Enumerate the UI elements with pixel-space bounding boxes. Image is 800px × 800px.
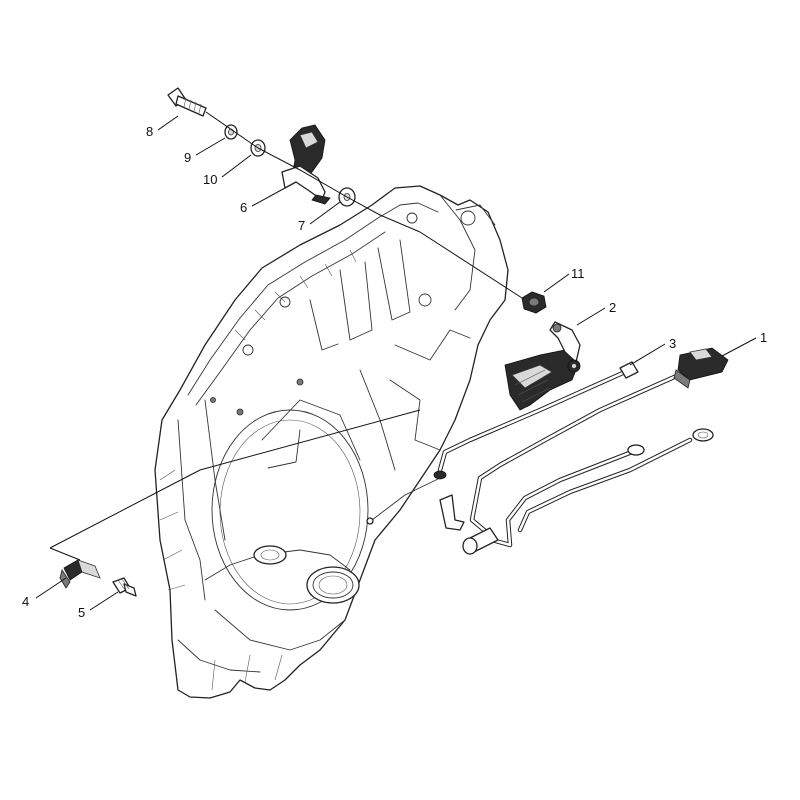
callout-leaders <box>35 115 757 611</box>
part-1-wire-harness <box>462 347 729 555</box>
callout-10: 10 <box>203 172 217 187</box>
callout-1: 1 <box>760 330 767 345</box>
part-11-nut <box>521 291 547 314</box>
callout-7: 7 <box>298 218 305 233</box>
callout-11: 11 <box>571 266 585 281</box>
assembly-lines <box>49 111 523 561</box>
part-9-washer <box>224 124 238 140</box>
callout-6: 6 <box>240 200 247 215</box>
callout-4: 4 <box>22 594 29 609</box>
main-housing <box>154 185 509 699</box>
callout-5: 5 <box>78 605 85 620</box>
callout-8: 8 <box>146 124 153 139</box>
callout-labels: 1 2 3 4 5 6 7 8 9 10 11 <box>22 124 767 620</box>
part-4-clip <box>59 559 101 589</box>
callout-9: 9 <box>184 150 191 165</box>
part-8-bolt <box>167 87 207 117</box>
callout-3: 3 <box>669 336 676 351</box>
part-3-throttle-cable <box>366 361 639 531</box>
part-6-stop-switch <box>281 124 331 205</box>
callout-2: 2 <box>609 300 616 315</box>
part-2-throttle-lever <box>504 321 581 411</box>
part-5-screw <box>112 577 137 597</box>
